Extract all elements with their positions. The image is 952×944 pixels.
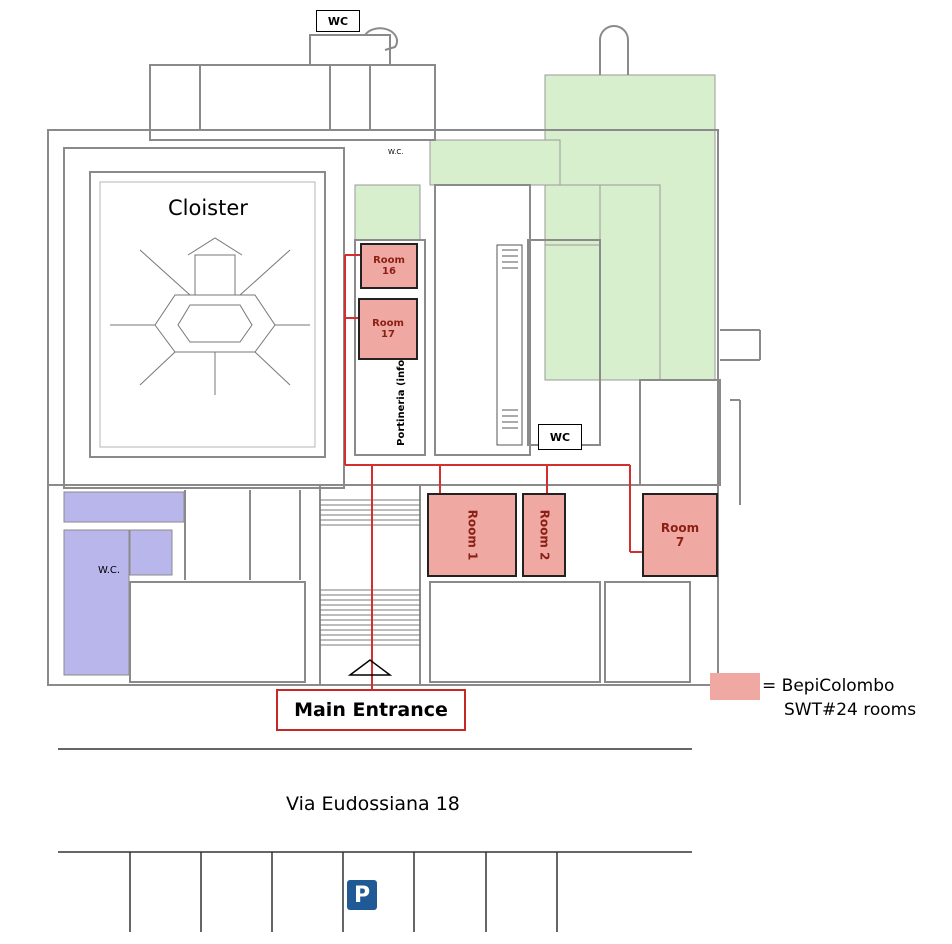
blue-wing bbox=[63, 491, 185, 676]
room-16-number: 16 bbox=[382, 266, 396, 277]
legend-line2: SWT#24 rooms bbox=[784, 700, 917, 720]
room-7-number: 7 bbox=[675, 535, 685, 549]
legend-line1: BepiColombo bbox=[781, 676, 895, 696]
green-wing bbox=[354, 74, 716, 381]
cloister-label: Cloister bbox=[168, 196, 248, 220]
side-stairs bbox=[496, 244, 523, 446]
street-lines bbox=[58, 748, 692, 932]
room-16-label: Room bbox=[373, 255, 405, 266]
wc-small-label: W.C. bbox=[388, 148, 404, 156]
room-17-number: 17 bbox=[381, 329, 395, 340]
fountain-icon bbox=[110, 237, 310, 395]
street-label: Via Eudossiana 18 bbox=[286, 793, 460, 815]
wc-left-label: W.C. bbox=[98, 565, 121, 576]
route-lines bbox=[344, 254, 642, 689]
parking-icon: P bbox=[347, 880, 377, 910]
legend: = BepiColombo SWT#24 rooms bbox=[762, 674, 916, 722]
wc-center-label: WC bbox=[538, 424, 582, 450]
portineria-label: Portineria (info) bbox=[395, 355, 407, 446]
legend-equals: = bbox=[762, 676, 777, 696]
room-2[interactable]: Room 2 bbox=[522, 493, 566, 577]
room-17-label: Room bbox=[372, 318, 404, 329]
entrance-arrow-icon bbox=[347, 659, 393, 676]
wc-top-label: WC bbox=[316, 10, 360, 32]
room-2-label: Room 2 bbox=[537, 509, 552, 561]
legend-swatch bbox=[710, 673, 760, 700]
room-1[interactable]: Room 1 bbox=[427, 493, 517, 577]
main-stairs bbox=[320, 499, 420, 646]
main-entrance-label: Main Entrance bbox=[276, 689, 466, 731]
room-7-label: Room bbox=[660, 521, 700, 535]
room-1-label: Room 1 bbox=[464, 509, 479, 561]
